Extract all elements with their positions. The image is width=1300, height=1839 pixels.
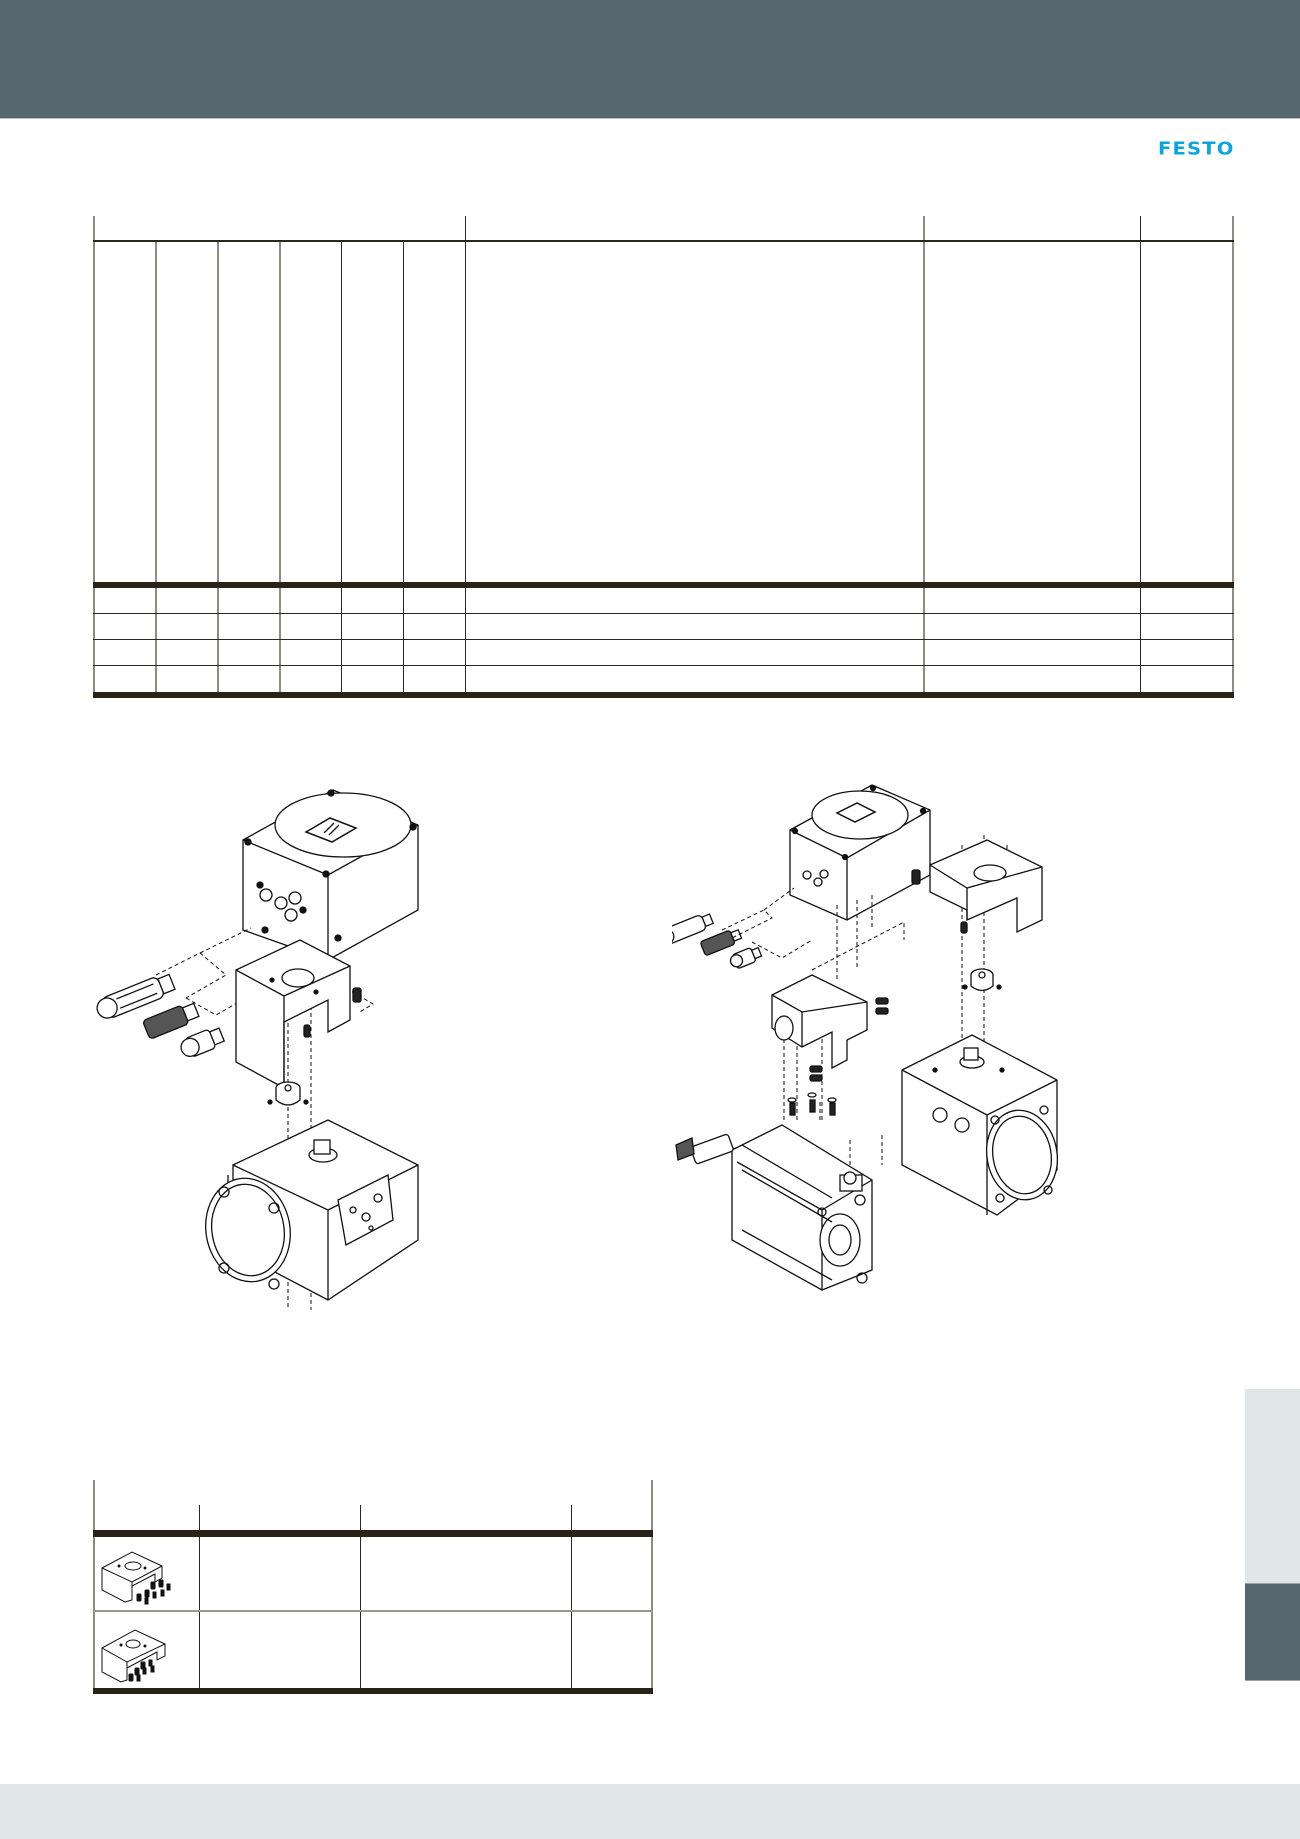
header-bottom-rule [93,582,1234,588]
header-group-4 [1143,218,1231,238]
chapter-tab-inactive[interactable] [1245,1389,1300,1584]
mounting-bracket-kit-icon [101,1629,166,1683]
table-cell [364,1618,568,1684]
column-divider [341,240,342,697]
table-cell [575,1618,649,1684]
column-divider [279,240,281,697]
column-divider [217,240,219,697]
chapter-tab-active[interactable] [1245,1584,1300,1681]
header-cell [96,1506,196,1528]
table-cell [203,1618,357,1684]
table-row [96,616,152,638]
row-divider [93,613,1234,614]
header-group-2 [468,218,920,238]
table-row [96,642,152,664]
table-cell [575,1540,649,1606]
header-cell [575,1506,649,1528]
row-divider [93,665,1234,666]
column-divider [155,240,157,697]
exploded-assembly-icon [672,784,1058,1291]
column-divider [571,1505,572,1694]
table-border-left [93,1480,95,1694]
table-border-left [93,216,95,697]
column-divider [923,216,925,697]
assembly-drawing-left [88,770,428,1310]
column-divider [465,216,466,697]
column-divider [1140,216,1141,697]
header-group-1 [96,218,462,238]
header-group-3 [926,218,1138,238]
header-band [0,0,1300,119]
assembly-drawing-right [672,770,1072,1300]
table-cell [203,1540,357,1606]
column-divider [360,1505,361,1694]
table-bottom-rule [93,692,1234,698]
header-bottom-rule [93,1530,653,1537]
festo-logo: FESTO [1158,139,1235,160]
table-cell [364,1540,568,1606]
table-border-right [1232,216,1234,697]
row-divider [93,1610,653,1612]
table-row [97,1618,187,1689]
table-row [96,668,152,690]
table-row [96,590,152,612]
header-cell [203,1506,357,1528]
header-divider [93,240,1234,242]
table-border-right [651,1480,653,1694]
footer-band [0,1784,1300,1839]
column-divider [403,240,404,697]
column-divider [199,1505,200,1694]
table-bottom-rule [93,1688,653,1694]
table-row [97,1540,187,1610]
row-divider [93,639,1234,640]
mounting-bracket-kit-icon [101,1551,171,1605]
exploded-assembly-icon [96,789,419,1310]
header-cell [364,1506,568,1528]
